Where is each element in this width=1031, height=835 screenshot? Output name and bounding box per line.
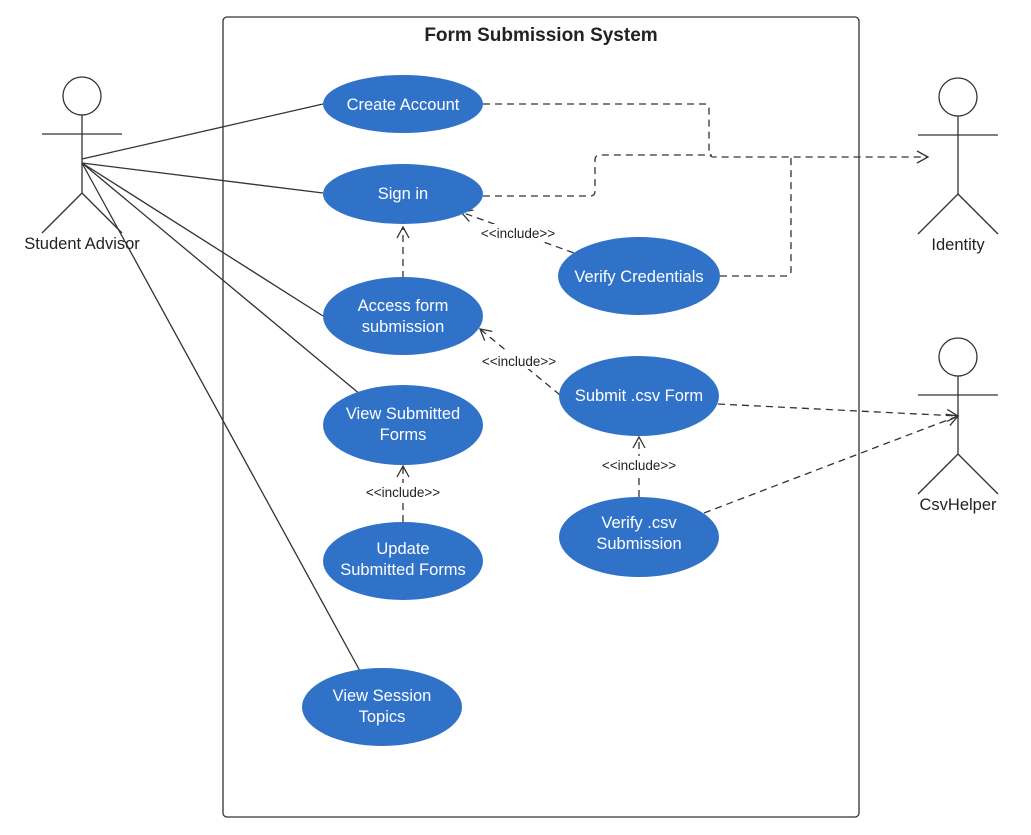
use-case-access-form-submission[interactable]: Access form submission: [323, 277, 483, 355]
include-label-submit-csv: <<include>>: [482, 354, 556, 369]
use-case-label: Submit .csv Form: [575, 387, 703, 405]
include-label-verify-csv: <<include>>: [602, 458, 676, 473]
use-case-label: Submission: [596, 535, 681, 553]
use-case-create-account[interactable]: Create Account: [323, 75, 483, 133]
use-case-submit-csv-form[interactable]: Submit .csv Form: [559, 356, 719, 436]
actor-identity[interactable]: Identity: [917, 77, 999, 254]
dep-verify-csv-csvhelper: [703, 413, 960, 514]
actor-label: CsvHelper: [919, 496, 997, 514]
assoc-view-session-topics: [81, 162, 361, 672]
use-case-label: View Session: [333, 687, 432, 705]
assoc-access-form-submission: [81, 162, 324, 317]
actor-label: Identity: [931, 236, 985, 254]
actor-label: Student Advisor: [24, 235, 140, 253]
associations: [81, 103, 362, 672]
use-case-label: Topics: [359, 708, 406, 726]
use-case-label: Submitted Forms: [340, 561, 466, 579]
dep-create-account-identity: [483, 103, 930, 164]
include-label-update-forms: <<include>>: [366, 485, 440, 500]
use-cases: Create Account Sign in Access form submi…: [302, 75, 720, 746]
include-label-verify-credentials: <<include>>: [481, 226, 555, 241]
use-case-label: Forms: [380, 426, 427, 444]
use-case-update-submitted-forms[interactable]: Update Submitted Forms: [323, 522, 483, 600]
use-case-label: Verify .csv: [601, 514, 677, 532]
use-case-sign-in[interactable]: Sign in: [323, 164, 483, 224]
actor-student-advisor[interactable]: Student Advisor: [24, 76, 140, 253]
dep-verify-credentials-identity: [720, 157, 792, 277]
actor-csvhelper[interactable]: CsvHelper: [917, 337, 999, 514]
use-case-label: Access form: [358, 297, 449, 315]
dep-submit-csv-csvhelper: [717, 403, 960, 423]
use-case-verify-credentials[interactable]: Verify Credentials: [558, 237, 720, 315]
assoc-sign-in: [81, 162, 324, 194]
system-title: Form Submission System: [424, 25, 657, 46]
use-case-label: submission: [362, 318, 445, 336]
use-case-label: Update: [376, 540, 429, 558]
use-case-view-session-topics[interactable]: View Session Topics: [302, 668, 462, 746]
use-case-view-submitted-forms[interactable]: View Submitted Forms: [323, 385, 483, 465]
assoc-create-account: [81, 103, 324, 160]
use-case-label: View Submitted: [346, 405, 460, 423]
use-case-label: Create Account: [347, 96, 460, 114]
assoc-view-submitted-forms: [81, 162, 362, 396]
use-case-label: Sign in: [378, 185, 428, 203]
use-case-verify-csv-submission[interactable]: Verify .csv Submission: [559, 497, 719, 577]
include-labels: <<include>> <<include>> <<include>> <<in…: [360, 224, 682, 500]
use-case-label: Verify Credentials: [574, 268, 703, 286]
dep-sign-in-identity: [483, 154, 712, 197]
